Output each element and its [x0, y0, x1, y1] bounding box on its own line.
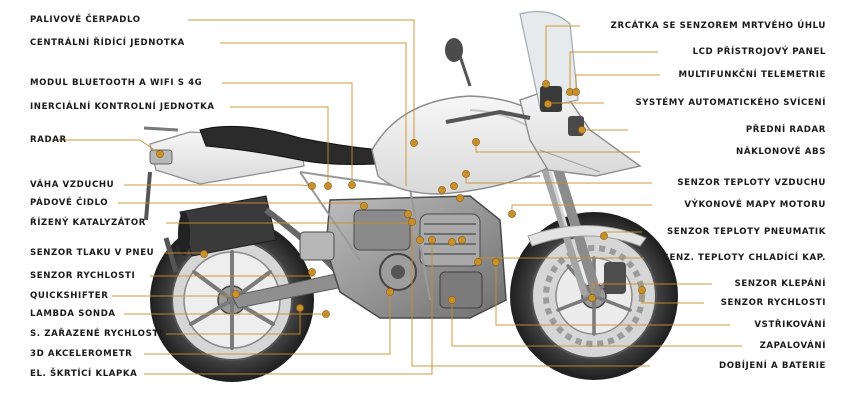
label-inertial-control-unit: INERCIÁLNÍ KONTROLNÍ JEDNOTKA — [30, 102, 215, 112]
label-ignition: ZAPALOVÁNÍ — [759, 341, 826, 351]
label-coolant-temperature-sensor: SENZ. TEPLOTY CHLADÍCÍ KAP. — [662, 253, 826, 263]
sensor-markers — [156, 80, 646, 318]
label-rear-speed-sensor: SENZOR RYCHLOSTI — [30, 271, 136, 281]
label-electronic-throttle: EL. ŠKRTÍCÍ KLAPKA — [30, 369, 138, 379]
label-front-speed-sensor: SENZOR RYCHLOSTI — [720, 298, 826, 308]
engine — [299, 195, 507, 319]
label-lambda-probe: LAMBDA SONDA — [30, 309, 116, 319]
label-knock-sensor: SENZOR KLEPÁNÍ — [734, 279, 826, 289]
label-front-radar: PŘEDNÍ RADAR — [745, 125, 826, 135]
label-controlled-catalyst: ŘÍZENÝ KATALYZÁTOR — [30, 218, 146, 228]
label-3d-accelerometer: 3D AKCELEROMETR — [30, 349, 133, 359]
label-rear-tyre-pressure-sensor: SENZOR TLAKU V PNEU — [30, 248, 155, 258]
label-gear-position-sensor: S. ZAŘAZENÉ RYCHLOSTI — [30, 329, 163, 339]
fuel-tank — [371, 95, 549, 195]
label-lcd-dashboard: LCD PŘÍSTROJOVÝ PANEL — [692, 47, 826, 57]
label-fuel-pump: PALIVOVÉ ČERPADLO — [30, 15, 141, 25]
label-bluetooth-wifi-4g-module: MODUL BLUETOOTH A WIFI S 4G — [30, 78, 203, 88]
label-tyre-temperature-sensor: SENZOR TEPLOTY PNEUMATIK — [667, 227, 826, 237]
label-air-mass: VÁHA VZDUCHU — [30, 180, 115, 190]
label-crash-sensor: PÁDOVÉ ČIDLO — [30, 198, 109, 208]
label-rear-radar: RADAR — [30, 135, 67, 145]
label-engine-power-maps: VÝKONOVÉ MAPY MOTORU — [684, 200, 826, 210]
label-blind-spot-mirrors: ZRCÁTKA SE SENZOREM MRTVÉHO ÚHLU — [610, 21, 826, 31]
handlebar — [445, 109, 531, 124]
label-fuel-injection: VSTŘIKOVÁNÍ — [754, 320, 826, 330]
front-fender — [527, 225, 647, 247]
windscreen — [519, 11, 579, 109]
label-cornering-abs: NÁKLONOVÉ ABS — [736, 147, 826, 157]
label-automatic-lighting: SYSTÉMY AUTOMATICKÉHO SVÍCENÍ — [635, 98, 826, 108]
label-charging-and-battery: DOBÍJENÍ A BATERIE — [718, 361, 826, 371]
label-air-temperature-sensor: SENZOR TEPLOTY VZDUCHU — [677, 178, 826, 188]
mirror — [445, 38, 472, 87]
label-central-ecu: CENTRÁLNÍ ŘÍDÍCÍ JEDNOTKA — [30, 38, 185, 48]
label-quickshifter: QUICKSHIFTER — [30, 291, 109, 301]
label-multifunction-telemetry: MULTIFUNKČNÍ TELEMETRIE — [678, 70, 826, 80]
